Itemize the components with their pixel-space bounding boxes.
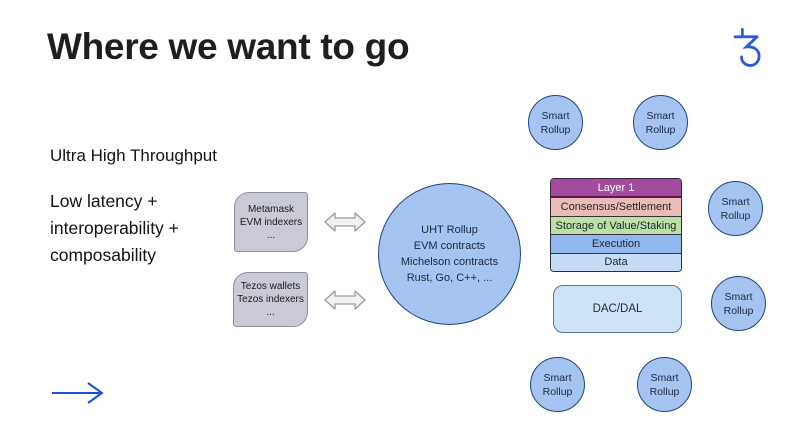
metamask-box-line: Metamask <box>247 203 295 215</box>
tezos-logo-icon <box>733 28 761 67</box>
double-arrow-icon <box>324 290 366 310</box>
layer-stack: Layer 1 Consensus/Settlement Storage of … <box>550 178 682 272</box>
metamask-box-line: ... <box>266 229 276 241</box>
throughput-label: Ultra High Throughput <box>50 146 217 165</box>
uht-rollup-line: EVM contracts <box>413 240 486 252</box>
stack-row-execution: Execution <box>551 234 681 253</box>
latency-label: Low latency + interoperability + composa… <box>50 191 179 265</box>
uht-rollup-line: UHT Rollup <box>421 224 478 236</box>
smart-rollup-circle: Smart Rollup <box>708 181 763 236</box>
uht-rollup-circle: UHT Rollup EVM contracts Michelson contr… <box>378 183 521 325</box>
uht-rollup-line: Rust, Go, C++, ... <box>406 272 493 284</box>
smart-rollup-circle: Smart Rollup <box>633 95 688 150</box>
page-title: Where we want to go <box>47 26 410 67</box>
smart-rollup-circle: Smart Rollup <box>637 357 692 412</box>
metamask-box-line: EVM indexers <box>239 216 303 228</box>
stack-row-storage: Storage of Value/Staking <box>551 215 681 235</box>
smart-rollup-circle: Smart Rollup <box>528 95 583 150</box>
tezos-wallets-box-line: ... <box>266 307 275 318</box>
smart-rollup-circle: Smart Rollup <box>711 276 766 331</box>
tezos-wallets-box-line: Tezos wallets <box>240 281 301 292</box>
tezos-wallets-box: Tezos wallets Tezos indexers ... <box>233 272 308 327</box>
metamask-box: Metamask EVM indexers ... <box>234 192 308 252</box>
stack-row-consensus: Consensus/Settlement <box>551 197 681 216</box>
double-arrow-icon <box>324 212 366 232</box>
stack-row-layer1: Layer 1 <box>551 179 681 198</box>
tezos-wallets-box-line: Tezos indexers <box>237 294 304 305</box>
uht-rollup-line: Michelson contracts <box>400 256 499 268</box>
next-arrow-icon <box>52 382 104 404</box>
stack-row-data: Data <box>551 252 681 271</box>
smart-rollup-circle: Smart Rollup <box>530 357 585 412</box>
dac-dal-box: DAC/DAL <box>553 285 682 333</box>
